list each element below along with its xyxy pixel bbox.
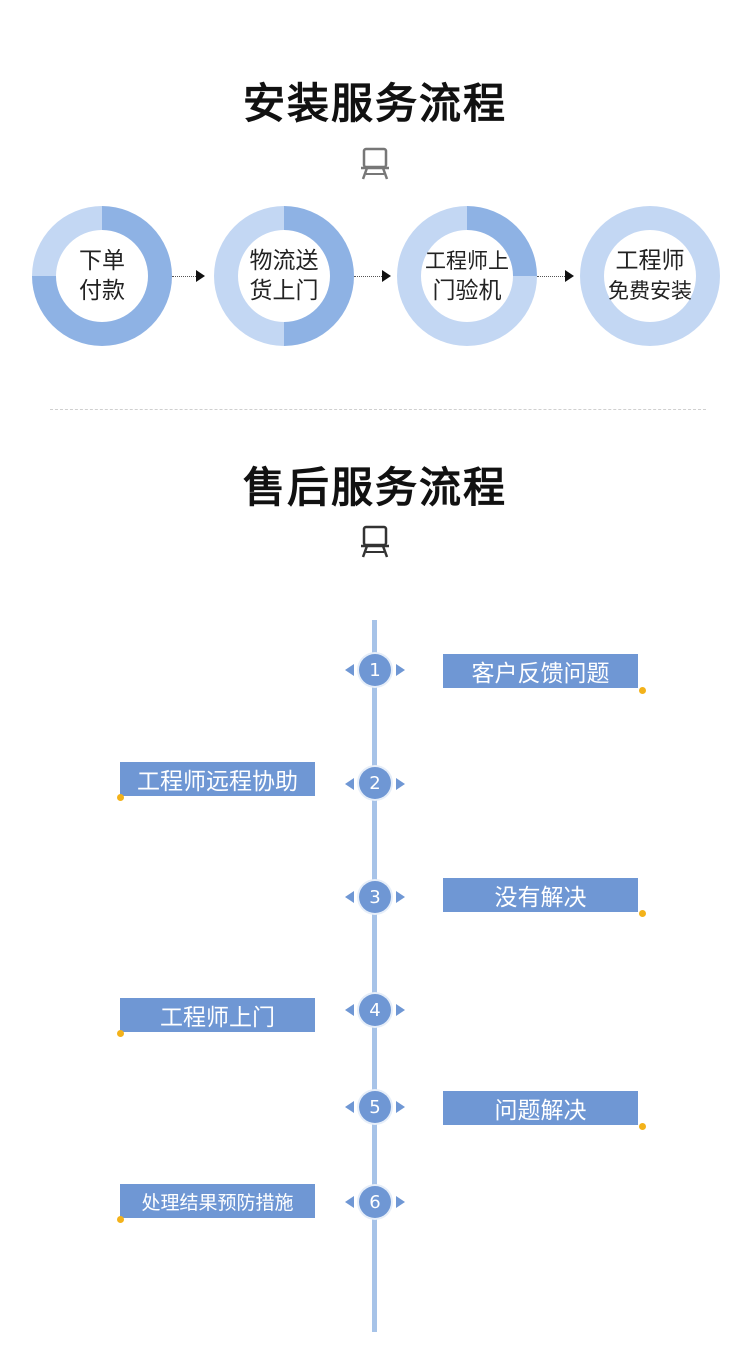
dot-icon xyxy=(639,1123,646,1130)
triangle-left-icon xyxy=(345,1004,354,1016)
timeline-line xyxy=(372,620,377,1332)
step-number: 5 xyxy=(359,1091,391,1123)
triangle-left-icon xyxy=(345,891,354,903)
dot-icon xyxy=(117,1216,124,1223)
step-label: 问题解决 xyxy=(443,1091,638,1125)
step-number: 2 xyxy=(359,767,391,799)
step-number: 3 xyxy=(359,881,391,913)
step-label: 客户反馈问题 xyxy=(443,654,638,688)
dot-icon xyxy=(117,794,124,801)
install-step-2-line2: 货上门 xyxy=(249,278,319,304)
step-label: 工程师远程协助 xyxy=(120,762,315,796)
section-divider xyxy=(50,409,706,410)
install-step-2-line1: 物流送 xyxy=(249,248,319,274)
triangle-right-icon xyxy=(396,1101,405,1113)
install-step-3: 工程师上 门验机 xyxy=(397,206,537,346)
dot-icon xyxy=(639,910,646,917)
triangle-left-icon xyxy=(345,778,354,790)
arrow-right-icon xyxy=(196,270,205,282)
install-step-1-line2: 付款 xyxy=(79,278,125,304)
triangle-right-icon xyxy=(396,778,405,790)
triangle-left-icon xyxy=(345,1101,354,1113)
chair-icon xyxy=(361,525,389,558)
triangle-right-icon xyxy=(396,1004,405,1016)
connector-2 xyxy=(354,276,382,277)
triangle-right-icon xyxy=(396,664,405,676)
triangle-right-icon xyxy=(396,1196,405,1208)
step-number: 4 xyxy=(359,994,391,1026)
triangle-left-icon xyxy=(345,664,354,676)
install-step-4-line2: 免费安装 xyxy=(608,279,692,303)
arrow-right-icon xyxy=(382,270,391,282)
connector-1 xyxy=(172,276,196,277)
install-step-4-line1: 工程师 xyxy=(615,248,685,274)
step-label: 没有解决 xyxy=(443,878,638,912)
triangle-left-icon xyxy=(345,1196,354,1208)
connector-3 xyxy=(537,276,565,277)
install-step-3-line2: 门验机 xyxy=(432,278,502,304)
install-step-4: 工程师 免费安装 xyxy=(580,206,720,346)
install-step-1-line1: 下单 xyxy=(79,248,125,274)
arrow-right-icon xyxy=(565,270,574,282)
triangle-right-icon xyxy=(396,891,405,903)
step-label: 工程师上门 xyxy=(120,998,315,1032)
after-sale-title: 售后服务流程 xyxy=(242,463,507,512)
chair-icon xyxy=(361,147,389,180)
dot-icon xyxy=(117,1030,124,1037)
step-number: 6 xyxy=(359,1186,391,1218)
step-label: 处理结果预防措施 xyxy=(120,1184,315,1218)
dot-icon xyxy=(639,687,646,694)
install-step-3-line1: 工程师上 xyxy=(425,249,509,273)
step-number: 1 xyxy=(359,654,391,686)
install-title: 安装服务流程 xyxy=(242,79,507,128)
install-step-2: 物流送 货上门 xyxy=(214,206,354,346)
install-step-1: 下单 付款 xyxy=(32,206,172,346)
